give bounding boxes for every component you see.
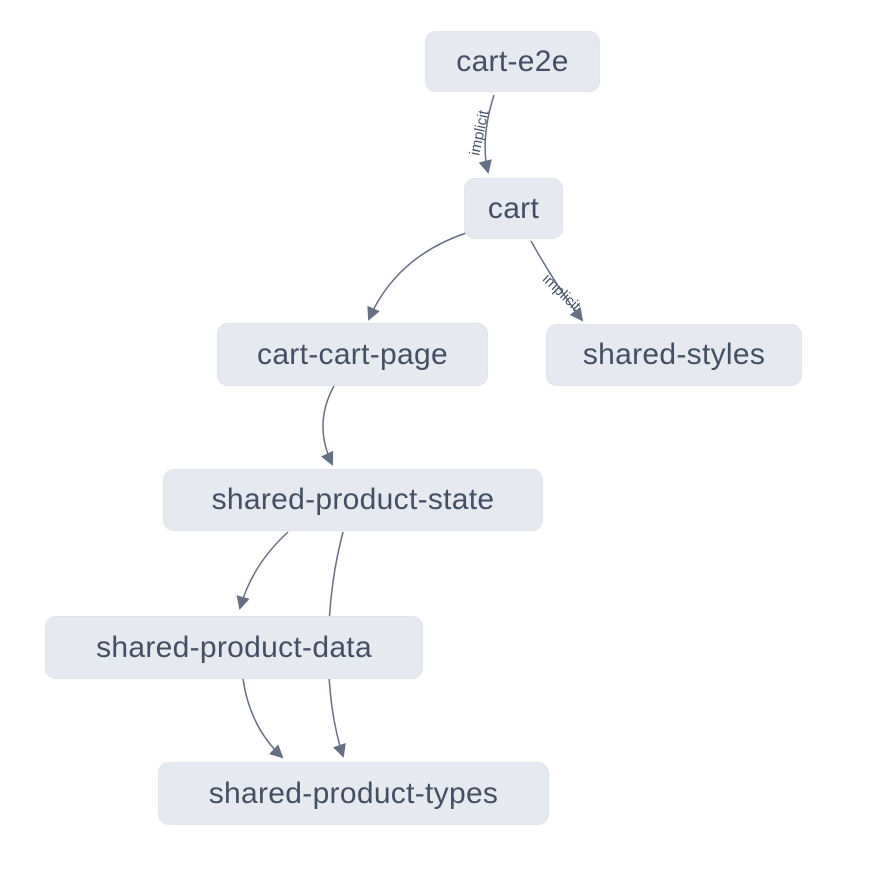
- node-cart-e2e[interactable]: cart-e2e: [425, 31, 600, 92]
- node-label: shared-styles: [582, 338, 766, 371]
- edge-label-implicit-cart-shared-styles: implicit: [539, 271, 584, 316]
- edge-cart-to-shared-styles[interactable]: [530, 240, 584, 322]
- node-shared-product-types[interactable]: shared-product-types: [158, 762, 549, 825]
- node-shared-product-state[interactable]: shared-product-state: [163, 469, 543, 531]
- node-label: cart: [487, 191, 540, 225]
- node-cart-cart-page[interactable]: cart-cart-page: [217, 323, 488, 386]
- node-label: cart-cart-page: [257, 337, 448, 371]
- edge-cart-cart-page-to-shared-product-state[interactable]: [320, 385, 335, 466]
- edge-cart-e2e-to-cart[interactable]: [478, 94, 495, 174]
- edge-shared-product-data-to-shared-product-types[interactable]: [242, 678, 284, 759]
- node-cart[interactable]: cart: [464, 178, 563, 239]
- edge-label-implicit-cart-e2e-cart: implicit: [466, 108, 492, 157]
- node-label: cart-e2e: [456, 44, 569, 78]
- edge-cart-to-cart-cart-page[interactable]: [367, 232, 467, 321]
- node-shared-styles[interactable]: shared-styles: [546, 324, 802, 386]
- node-label: shared-product-data: [96, 630, 372, 664]
- node-label: shared-product-state: [211, 483, 495, 516]
- node-shared-product-data[interactable]: shared-product-data: [45, 616, 423, 679]
- edge-shared-product-state-to-shared-product-data[interactable]: [236, 531, 289, 610]
- node-label: shared-product-types: [208, 776, 499, 810]
